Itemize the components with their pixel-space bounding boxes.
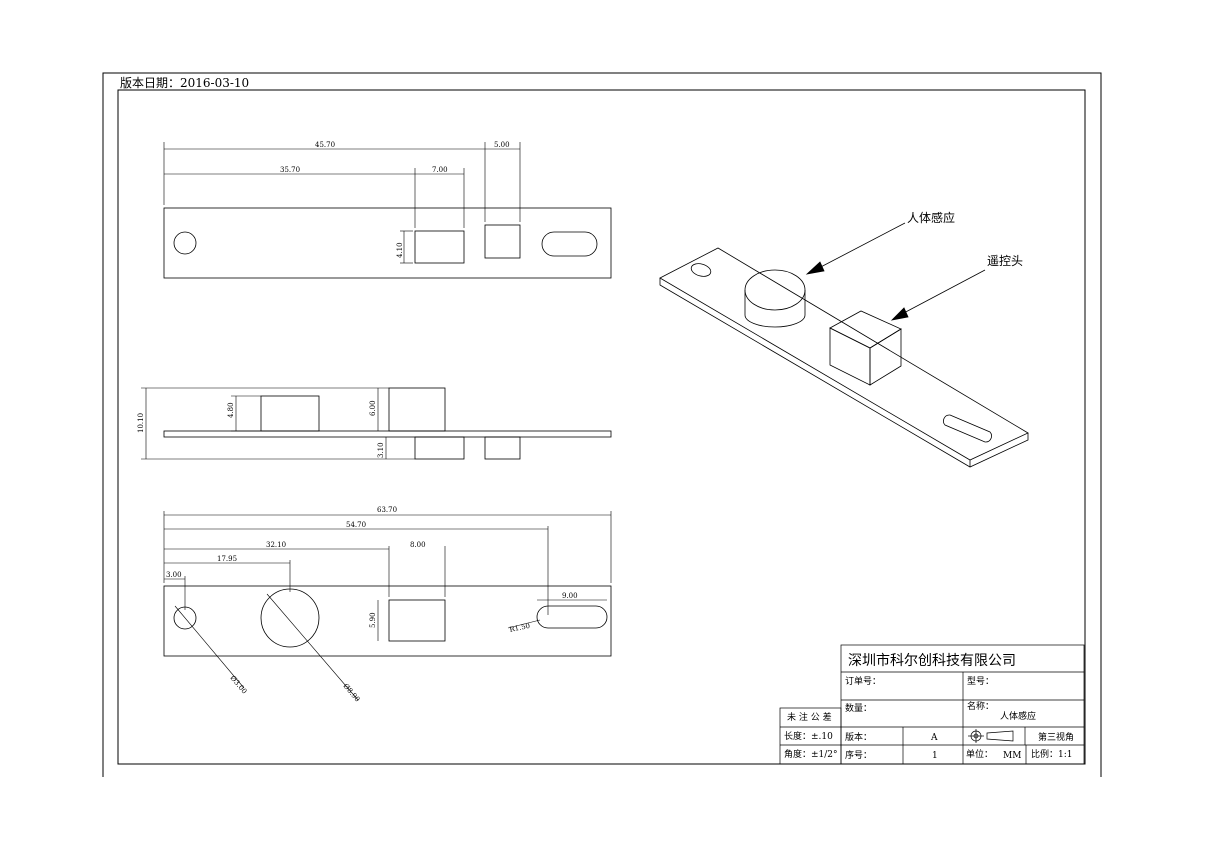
sequence-label: 序号：	[845, 749, 872, 761]
dim-front-remote-width	[415, 168, 465, 228]
bottom-remote-box	[388, 599, 446, 642]
revision-value: A	[930, 733, 938, 743]
projection-label: 第三视角	[1038, 731, 1074, 743]
quantity-label: 数量：	[845, 702, 872, 714]
side-view: 10.10 4.80 6.00 3.10	[137, 387, 612, 460]
name-label: 名称：	[967, 700, 994, 712]
iso-arrow-sensor	[814, 222, 906, 271]
projection-symbol-icon	[968, 729, 1014, 743]
front-sensor-box	[484, 224, 521, 259]
dim-bottom-slot-offset-text: 54.70	[346, 521, 366, 529]
dim-front-remote-width-text: 7.00	[432, 166, 448, 174]
dim-side-lower-text: 3.10	[377, 442, 385, 458]
dim-bottom-slot-radius-text: R1.50	[509, 622, 531, 634]
dim-front-total	[163, 142, 486, 222]
callout-remote-label: 遥控头	[987, 254, 1023, 268]
dim-side-remote-text: 4.80	[227, 402, 235, 418]
side-remote-body	[260, 395, 320, 432]
tolerance-header: 未 注 公 差	[787, 711, 832, 723]
dim-bottom-box-offset-text: 32.10	[266, 541, 286, 549]
dim-front-remote-height	[400, 230, 413, 264]
side-lower-box-1	[414, 436, 465, 460]
dim-bottom-box-height-text: 5.90	[369, 612, 377, 628]
dim-side-sensor-text: 6.00	[369, 400, 377, 416]
iso-cube-top	[829, 310, 902, 349]
dim-bottom-total	[163, 511, 612, 583]
title-block	[840, 644, 1085, 765]
dim-bottom-box-width-text: 8.00	[410, 541, 426, 549]
dim-bottom-hole-offset	[164, 576, 186, 610]
iso-cylinder-body	[744, 290, 806, 328]
iso-plate-top	[659, 247, 1029, 461]
dim-bottom-slot-radius	[507, 619, 541, 629]
version-date: 版本日期：2016-03-10	[120, 76, 249, 90]
dim-bottom-total-text: 63.70	[377, 506, 397, 514]
revision-label: 版本：	[845, 731, 872, 743]
iso-plate-edge	[659, 278, 1029, 468]
bottom-slot	[536, 605, 608, 629]
callout-sensor-label: 人体感应	[907, 210, 955, 225]
leader-hole-diameter	[174, 605, 245, 689]
dim-front-sensor-text: 5.00	[494, 141, 510, 149]
dim-side-overall-text: 10.10	[137, 413, 145, 433]
dim-bottom-box-offset	[164, 546, 446, 597]
model-label: 型号：	[967, 676, 994, 687]
dim-front-remote-offset-text: 35.70	[280, 166, 300, 174]
iso-arrow-remote	[899, 269, 986, 316]
name-value: 人体感应	[1000, 710, 1036, 722]
dim-front-sensor	[485, 142, 521, 222]
order-label: 订单号：	[845, 675, 881, 687]
isometric-view	[659, 222, 1029, 468]
dim-front-remote-height-text: 4.10	[396, 242, 404, 258]
dim-bottom-circle-offset-text: 17.95	[217, 555, 237, 563]
front-view: 45.70 5.00 35.70 7.00 4.10	[163, 141, 612, 279]
bottom-plate	[163, 585, 612, 657]
dim-front-total-text: 45.70	[315, 141, 335, 149]
side-sensor-body	[388, 387, 446, 432]
front-slot	[541, 231, 598, 257]
tolerance-angle: 角度：±1/2°	[784, 748, 838, 760]
dim-bottom-hole-offset-text: 3.00	[166, 571, 182, 579]
dim-bottom-slot-offset	[164, 526, 549, 615]
dim-front-remote-offset	[164, 168, 416, 228]
dim-bottom-hole-diameter-text: Ø3.00	[228, 674, 248, 695]
dim-bottom-circle-diameter-text: Ø8.90	[341, 682, 361, 703]
front-remote-box	[414, 230, 465, 264]
iso-slot	[943, 414, 992, 443]
dim-bottom-circle-offset	[164, 560, 291, 592]
side-lower-box-2	[484, 436, 521, 460]
iso-cylinder-top	[744, 269, 806, 311]
side-plate	[163, 430, 612, 438]
iso-cube-left	[829, 327, 871, 386]
front-plate	[163, 207, 612, 279]
bottom-sensor-circle	[260, 588, 320, 648]
scale-label: 比例：1:1	[1031, 748, 1073, 760]
unit-label: 单位：	[966, 748, 993, 760]
front-mount-hole	[173, 231, 197, 255]
company-name: 深圳市科尔创科技有限公司	[848, 652, 1016, 669]
iso-mount-hole	[690, 263, 712, 277]
sheet-frame	[102, 72, 1102, 777]
leader-circle-diameter	[266, 593, 359, 701]
dim-bottom-slot-length-text: 9.00	[562, 592, 578, 600]
sequence-value: 1	[932, 751, 938, 761]
unit-value: MM	[1003, 751, 1021, 761]
iso-cube-right	[869, 328, 902, 386]
bottom-view: 63.70 54.70 32.10 8.00 17.95 3.00 9.00	[163, 506, 612, 704]
tolerance-length: 长度：±.10	[784, 730, 833, 742]
dim-side-overall	[141, 387, 415, 460]
dim-side-remote	[231, 395, 261, 432]
